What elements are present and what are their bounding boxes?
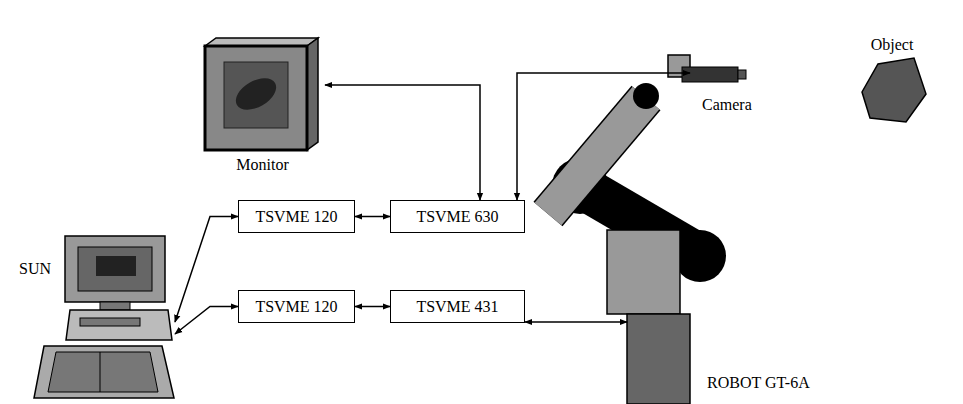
device-label: SUN xyxy=(19,260,51,278)
board-label: TSVME 630 xyxy=(416,208,498,226)
board-box: TSVME 630 xyxy=(390,200,525,233)
device-label: Camera xyxy=(702,96,752,114)
device-node: Object xyxy=(852,36,932,126)
object-drawing xyxy=(862,58,926,122)
connector-arrow xyxy=(355,216,390,218)
device-label: Object xyxy=(871,36,914,54)
connector-arrow xyxy=(175,307,238,335)
device-node: SUN xyxy=(15,228,175,400)
connector-arrow xyxy=(517,73,690,200)
board-box: TSVME 431 xyxy=(390,290,525,323)
device-label: ROBOT GT-6A xyxy=(707,374,810,392)
board-label: TSVME 120 xyxy=(255,208,337,226)
board-box: TSVME 120 xyxy=(238,290,355,323)
connector-arrow xyxy=(355,306,390,308)
connector-arrow xyxy=(325,85,480,200)
board-label: TSVME 431 xyxy=(416,298,498,316)
device-node: Camera xyxy=(690,55,770,117)
monitor-drawing xyxy=(205,38,318,150)
device-node: Monitor xyxy=(200,35,325,175)
device-label: Monitor xyxy=(236,156,288,174)
board-label: TSVME 120 xyxy=(255,298,337,316)
device-node: ROBOT GT-6A xyxy=(627,314,837,404)
computer-drawing xyxy=(34,236,174,398)
board-box: TSVME 120 xyxy=(238,200,355,233)
connector-arrow xyxy=(525,321,627,323)
